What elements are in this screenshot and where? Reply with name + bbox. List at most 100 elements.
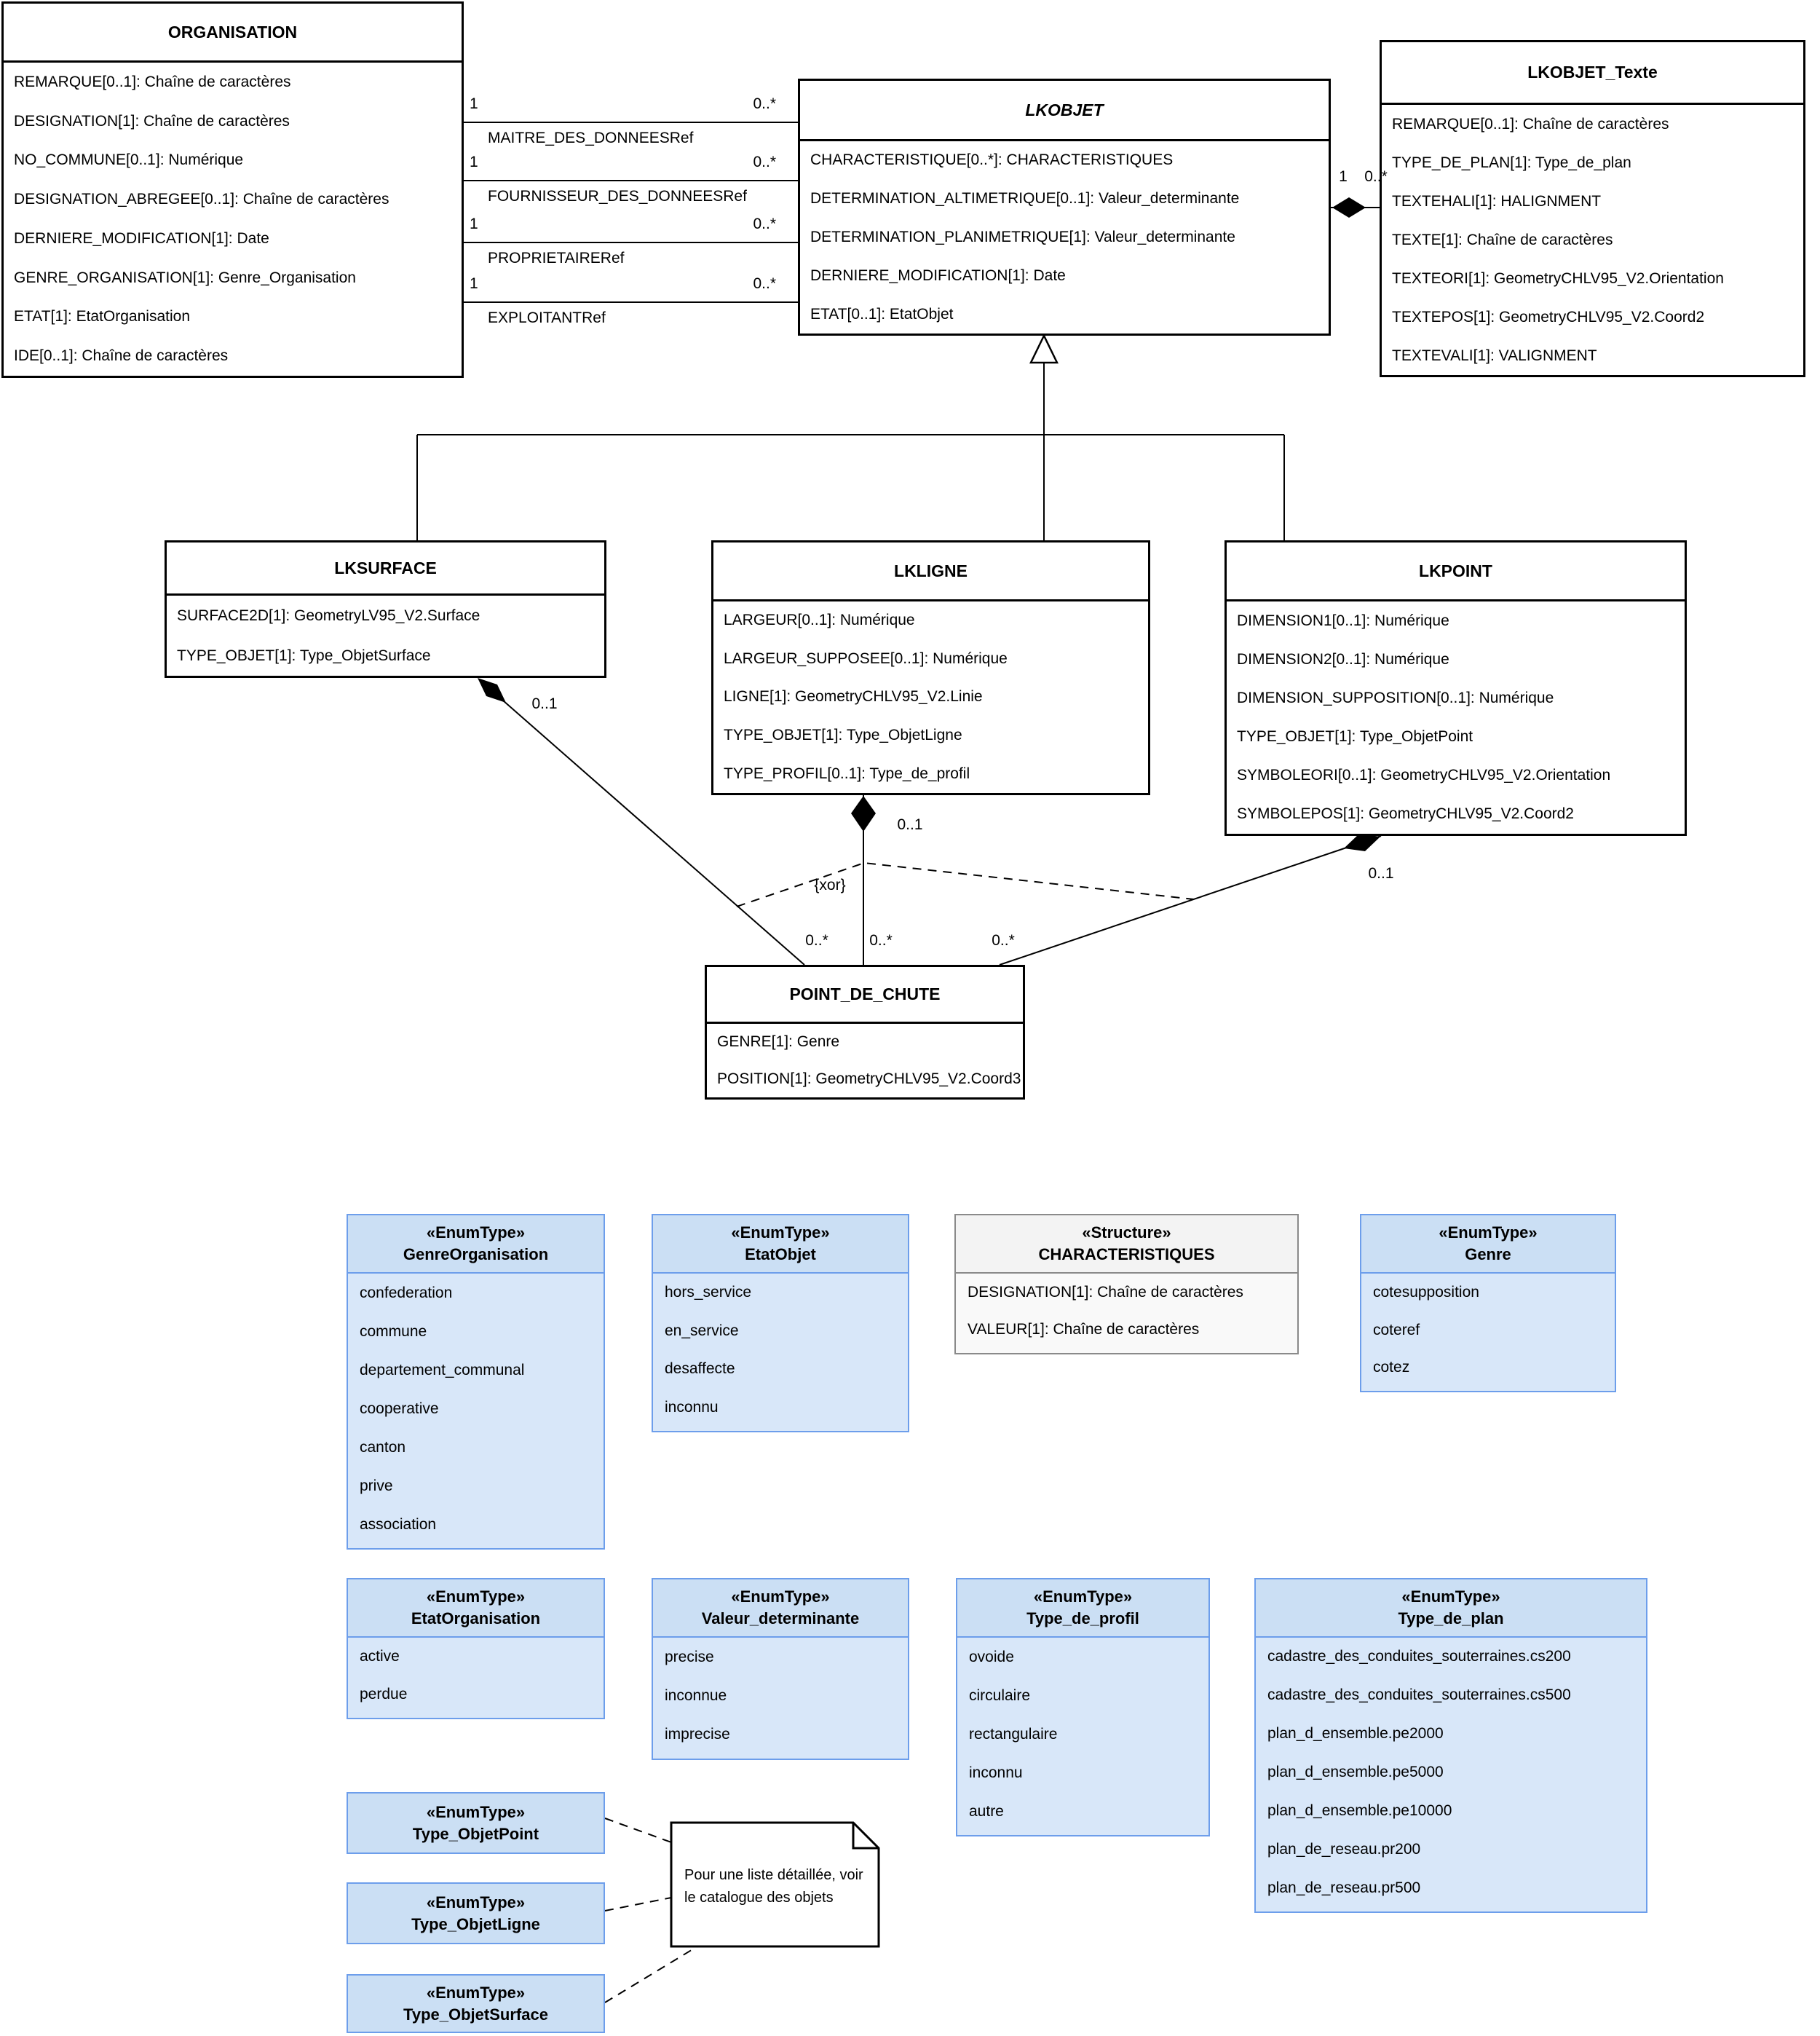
enum-type-objet-ligne[interactable]: «EnumType» Type_ObjetLigne xyxy=(347,1882,605,1944)
multiplicity-label: 1 xyxy=(1339,168,1348,185)
stereotype-label: «EnumType» xyxy=(426,1893,526,1911)
composition-surface-line[interactable] xyxy=(491,690,805,966)
class-organisation-title: ORGANISATION xyxy=(4,4,462,63)
enum-value: prive xyxy=(360,1477,393,1494)
class-attribute: TYPE_OBJET[1]: Type_ObjetPoint xyxy=(1237,728,1473,746)
enum-value: cadastre_des_conduites_souterraines.cs20… xyxy=(1267,1648,1571,1665)
note-link-surface-line[interactable] xyxy=(604,1946,698,2003)
composition-point-line[interactable] xyxy=(999,835,1382,966)
stereotype-label: «EnumType» xyxy=(1439,1223,1538,1242)
enum-value: cotesupposition xyxy=(1373,1283,1479,1301)
enum-name: GenreOrganisation xyxy=(403,1245,549,1263)
enum-value: plan_de_reseau.pr200 xyxy=(1267,1840,1421,1858)
enum-value: circulaire xyxy=(969,1686,1031,1704)
enum-value: active xyxy=(360,1648,400,1665)
enum-value: commune xyxy=(360,1322,427,1340)
class-attribute: REMARQUE[0..1]: Chaîne de caractères xyxy=(1392,115,1669,133)
class-organisation[interactable]: ORGANISATION REMARQUE[0..1]: Chaîne de c… xyxy=(1,1,464,378)
class-attribute: REMARQUE[0..1]: Chaîne de caractères xyxy=(14,73,291,90)
enum-value: departement_communal xyxy=(360,1361,525,1378)
class-point-de-chute[interactable]: POINT_DE_CHUTE GENRE[1]: Genre POSITION[… xyxy=(705,965,1025,1100)
class-attribute: DERNIERE_MODIFICATION[1]: Date xyxy=(14,229,269,247)
structure-characteristiques[interactable]: «Structure» CHARACTERISTIQUES DESIGNATIO… xyxy=(954,1214,1299,1354)
stereotype-label: «EnumType» xyxy=(1033,1587,1133,1606)
class-attribute: LARGEUR_SUPPOSEE[0..1]: Numérique xyxy=(724,650,1008,667)
class-attribute: DERNIERE_MODIFICATION[1]: Date xyxy=(810,267,1066,284)
enum-title: «EnumType» Type_ObjetLigne xyxy=(348,1884,604,1943)
xor-constraint-label: {xor} xyxy=(814,877,846,893)
enum-value: rectangulaire xyxy=(969,1725,1058,1743)
enum-genre-organisation[interactable]: «EnumType» GenreOrganisation confederati… xyxy=(347,1214,605,1550)
class-attribute: SYMBOLEORI[0..1]: GeometryCHLV95_V2.Orie… xyxy=(1237,767,1611,784)
class-point-de-chute-title: POINT_DE_CHUTE xyxy=(707,967,1023,1024)
enum-type-objet-point[interactable]: «EnumType» Type_ObjetPoint xyxy=(347,1792,605,1854)
enum-value: plan_d_ensemble.pe10000 xyxy=(1267,1802,1452,1819)
enum-value: inconnu xyxy=(969,1764,1023,1781)
structure-attribute: VALEUR[1]: Chaîne de caractères xyxy=(968,1321,1200,1338)
enum-valeur-determinante[interactable]: «EnumType» Valeur_determinante precise i… xyxy=(652,1578,909,1760)
enum-name: Valeur_determinante xyxy=(701,1609,860,1627)
class-attribute: GENRE[1]: Genre xyxy=(717,1033,840,1051)
note-link-point-line[interactable] xyxy=(604,1818,672,1843)
enum-title: «EnumType» Type_ObjetSurface xyxy=(348,1976,604,2032)
xor-constraint-line[interactable] xyxy=(736,861,1195,907)
enum-value: plan_de_reseau.pr500 xyxy=(1267,1879,1421,1896)
class-attribute: ETAT[1]: EtatOrganisation xyxy=(14,308,190,325)
multiplicity-label: 0..* xyxy=(805,932,828,949)
class-attribute: DIMENSION1[0..1]: Numérique xyxy=(1237,612,1449,629)
stereotype-label: «EnumType» xyxy=(731,1587,830,1606)
enum-genre[interactable]: «EnumType» Genre cotesupposition coteref… xyxy=(1360,1214,1616,1392)
enum-name: Genre xyxy=(1465,1245,1511,1263)
multiplicity-label: 1 xyxy=(470,154,478,170)
class-lkligne[interactable]: LKLIGNE LARGEUR[0..1]: Numérique LARGEUR… xyxy=(711,540,1150,795)
multiplicity-label: 0..* xyxy=(1364,168,1388,185)
enum-name: Type_de_plan xyxy=(1398,1609,1504,1627)
enum-value: canton xyxy=(360,1438,406,1456)
enum-value: precise xyxy=(665,1648,714,1665)
multiplicity-label: 0..1 xyxy=(897,816,923,833)
enum-value: desaffecte xyxy=(665,1360,735,1378)
class-attribute: TEXTEHALI[1]: HALIGNMENT xyxy=(1392,192,1602,210)
class-lkobjet-texte[interactable]: LKOBJET_Texte REMARQUE[0..1]: Chaîne de … xyxy=(1380,40,1805,377)
enum-value: confederation xyxy=(360,1284,453,1301)
stereotype-label: «EnumType» xyxy=(426,1223,526,1242)
association-name-proprietaire: PROPRIETAIRERef xyxy=(488,250,625,267)
class-attribute: ETAT[0..1]: EtatObjet xyxy=(810,305,954,323)
enum-title: «EnumType» EtatObjet xyxy=(653,1215,908,1274)
enum-type-de-profil[interactable]: «EnumType» Type_de_profil ovoide circula… xyxy=(956,1578,1210,1836)
enum-name: Type_ObjetLigne xyxy=(411,1914,540,1933)
class-lksurface-title: LKSURFACE xyxy=(167,542,604,596)
note-link-ligne-line[interactable] xyxy=(604,1897,672,1911)
class-attribute: DESIGNATION[1]: Chaîne de caractères xyxy=(14,112,290,130)
enum-value: ovoide xyxy=(969,1648,1014,1665)
association-name-fournisseur: FOURNISSEUR_DES_DONNEESRef xyxy=(488,188,747,205)
enum-etat-objet[interactable]: «EnumType» EtatObjet hors_service en_ser… xyxy=(652,1214,909,1432)
enum-value: cotez xyxy=(1373,1359,1410,1376)
multiplicity-label: 1 xyxy=(470,216,478,232)
enum-etat-organisation[interactable]: «EnumType» EtatOrganisation active perdu… xyxy=(347,1578,605,1719)
enum-value: perdue xyxy=(360,1686,408,1702)
enum-value: coteref xyxy=(1373,1321,1420,1338)
enum-type-de-plan[interactable]: «EnumType» Type_de_plan cadastre_des_con… xyxy=(1254,1578,1647,1913)
multiplicity-label: 0..* xyxy=(869,932,893,949)
note-shape[interactable] xyxy=(670,1821,880,1948)
class-attribute: LIGNE[1]: GeometryCHLV95_V2.Linie xyxy=(724,688,983,706)
structure-title: «Structure» CHARACTERISTIQUES xyxy=(956,1215,1297,1274)
structure-attribute: DESIGNATION[1]: Chaîne de caractères xyxy=(968,1283,1243,1301)
class-lkpoint[interactable]: LKPOINT DIMENSION1[0..1]: Numérique DIME… xyxy=(1224,540,1687,836)
class-lkobjet[interactable]: LKOBJET CHARACTERISTIQUE[0..*]: CHARACTE… xyxy=(798,79,1331,336)
multiplicity-label: 1 xyxy=(470,275,478,292)
enum-value: imprecise xyxy=(665,1726,730,1743)
structure-name: CHARACTERISTIQUES xyxy=(1038,1245,1215,1263)
enum-title: «EnumType» Type_de_profil xyxy=(957,1579,1208,1638)
enum-title: «EnumType» Type_ObjetPoint xyxy=(348,1794,604,1852)
enum-name: Type_ObjetSurface xyxy=(403,2005,548,2024)
enum-title: «EnumType» Genre xyxy=(1361,1215,1615,1274)
enum-type-objet-surface[interactable]: «EnumType» Type_ObjetSurface xyxy=(347,1974,605,2033)
class-lksurface[interactable]: LKSURFACE SURFACE2D[1]: GeometryLV95_V2.… xyxy=(165,540,606,678)
multiplicity-label: 0..* xyxy=(753,216,776,232)
class-attribute: DETERMINATION_PLANIMETRIQUE[1]: Valeur_d… xyxy=(810,228,1235,245)
class-attribute: LARGEUR[0..1]: Numérique xyxy=(724,612,915,629)
